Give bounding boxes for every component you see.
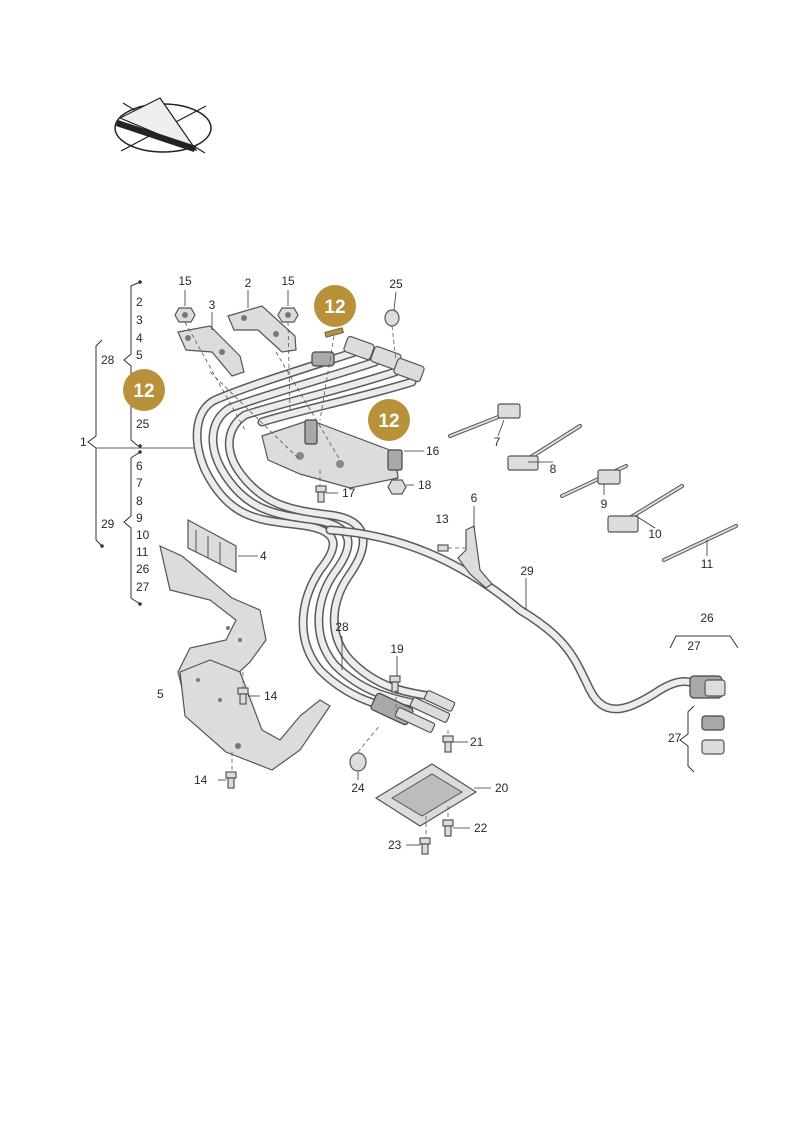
callout-9: 9 xyxy=(601,497,608,511)
callout-8: 8 xyxy=(550,462,557,476)
list-item-11: 11 xyxy=(136,545,149,559)
leader-lines xyxy=(184,290,708,846)
cable-tie-11 xyxy=(662,524,738,562)
nut-15-right xyxy=(277,307,299,323)
bolt-17 xyxy=(315,485,327,503)
callout-28: 28 xyxy=(335,620,349,634)
bolt-19 xyxy=(389,675,401,693)
bracket-part-3 xyxy=(177,325,245,377)
callout-25: 25 xyxy=(389,277,403,291)
cable-tie-10 xyxy=(607,484,684,533)
callout-27-upper: 27 xyxy=(687,639,701,653)
heat-shield-5 xyxy=(159,544,331,771)
list-item-8: 8 xyxy=(136,494,143,508)
nut-18 xyxy=(387,479,407,495)
list-item-27: 27 xyxy=(136,580,150,594)
callout-13: 13 xyxy=(435,512,449,526)
callout-19: 19 xyxy=(390,642,404,656)
callout-14-upper: 14 xyxy=(264,689,278,703)
svg-text:12: 12 xyxy=(378,411,399,432)
callout-14-lower: 14 xyxy=(194,773,208,787)
nut-15-left xyxy=(174,307,196,323)
screw-12 xyxy=(324,327,344,338)
callout-22: 22 xyxy=(474,821,488,835)
bolt-23 xyxy=(419,837,431,855)
screw-13 xyxy=(437,544,449,552)
list-item-3: 3 xyxy=(136,313,143,327)
bolt-21 xyxy=(442,735,454,753)
list-item-4: 4 xyxy=(136,331,143,345)
callout-16: 16 xyxy=(426,444,440,458)
cable-tie-7 xyxy=(448,403,521,438)
callout-6: 6 xyxy=(471,491,478,505)
callout-21: 21 xyxy=(470,735,484,749)
lower-terminal-connectors xyxy=(370,690,456,733)
callout-11: 11 xyxy=(701,557,714,571)
seal-27-upper xyxy=(701,715,725,731)
cover-plate-20 xyxy=(374,763,478,827)
callout-18: 18 xyxy=(418,478,432,492)
cap-24 xyxy=(349,752,367,772)
cable-tie-8 xyxy=(507,424,582,471)
list-item-25: 25 xyxy=(136,417,150,431)
callout-7: 7 xyxy=(494,435,501,449)
callout-3: 3 xyxy=(209,298,216,312)
callout-4: 4 xyxy=(260,549,267,563)
list-item-9: 9 xyxy=(136,511,143,525)
list-item-10: 10 xyxy=(136,528,150,542)
callout-5: 5 xyxy=(157,687,164,701)
callout-2: 2 xyxy=(245,276,252,290)
badge-12-top[interactable]: 12 xyxy=(314,285,356,327)
svg-text:12: 12 xyxy=(324,297,345,318)
callout-23: 23 xyxy=(388,838,402,852)
assembly-lines xyxy=(184,321,466,838)
callout-15-right: 15 xyxy=(281,274,295,288)
callout-1: 1 xyxy=(80,435,87,449)
callout-15-left: 15 xyxy=(178,274,192,288)
callout-20: 20 xyxy=(495,781,509,795)
callout-17: 17 xyxy=(342,486,356,500)
vehicle-orientation-icon xyxy=(114,97,212,154)
list-item-2: 2 xyxy=(136,295,143,309)
bracket-6 xyxy=(457,525,493,589)
clip-set-4 xyxy=(187,518,237,573)
callout-10: 10 xyxy=(648,527,662,541)
cable-tie-9 xyxy=(560,464,628,498)
callout-29-list: 29 xyxy=(101,517,115,531)
connector-26 xyxy=(689,675,726,699)
bolt-14-upper xyxy=(237,687,249,705)
list-item-26: 26 xyxy=(136,562,150,576)
list-item-7: 7 xyxy=(136,476,143,490)
cap-25 xyxy=(384,309,400,327)
bolt-22 xyxy=(442,819,454,837)
list-item-6: 6 xyxy=(136,459,143,473)
callout-28-list: 28 xyxy=(101,353,115,367)
callout-29: 29 xyxy=(520,564,534,578)
bolt-14-lower xyxy=(225,771,237,789)
mounting-plate xyxy=(261,419,403,489)
badge-12-middle[interactable]: 12 xyxy=(368,399,410,441)
part-list-brackets xyxy=(87,280,194,606)
harness-top-connectors xyxy=(311,335,425,383)
seal-27-lower xyxy=(701,739,725,755)
callout-26: 26 xyxy=(700,611,714,625)
badge-12-left[interactable]: 12 xyxy=(123,369,165,411)
callout-24: 24 xyxy=(351,781,365,795)
svg-text:12: 12 xyxy=(133,381,154,402)
list-item-5: 5 xyxy=(136,348,143,362)
cable-harness xyxy=(192,347,710,717)
callout-27-lower: 27 xyxy=(668,731,682,745)
